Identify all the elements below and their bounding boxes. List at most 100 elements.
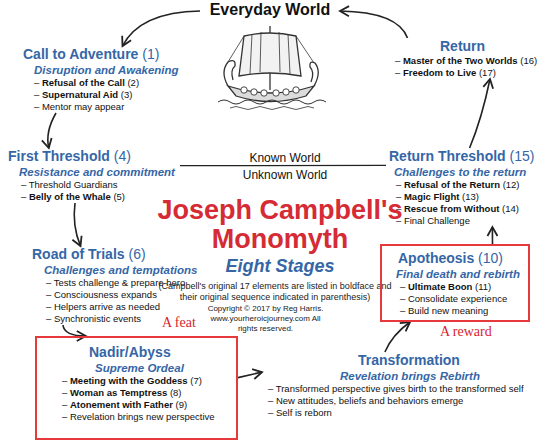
campbell-element: Woman as Temptress (70, 387, 167, 398)
stage-item: – Tests challenge & prepare hero (28, 277, 203, 289)
stage-item: – Refusal of the Call (2) (18, 77, 208, 89)
ship-sail (239, 33, 301, 76)
stage-item: – Consolidate experience (382, 293, 528, 305)
stage-item: – Final Challenge (386, 215, 538, 227)
stage-subtitle: Challenges and temptations (28, 263, 203, 277)
stage-item: – Build new meaning (382, 305, 528, 317)
stage-item: – Self is reborn (262, 407, 535, 419)
element-number: (6) (125, 246, 146, 262)
region-label: Unknown World (190, 168, 380, 182)
element-number: (11) (472, 281, 491, 292)
ship-hull (228, 86, 314, 102)
bullet-dash: – (62, 375, 70, 386)
stage-item: – New attitudes, beliefs and behaviors e… (262, 395, 535, 407)
stage-item: – Mentor may appear (18, 101, 208, 113)
stage-heading: Transformation (262, 352, 535, 369)
diagram-title: Joseph Campbell's Monomyth (140, 196, 420, 254)
ship-rope (228, 36, 244, 62)
copyright: Copyright © 2017 by Reg Harris. www.your… (203, 304, 328, 334)
campbell-element: Atonement with Father (70, 399, 173, 410)
stage-item: – Meeting with the Goddess (7) (37, 375, 236, 387)
heading-name: Call to Adventure (23, 46, 138, 62)
bullet-dash: – (34, 77, 42, 88)
stage-item: – Helpers arrive as needed (28, 301, 203, 313)
region-label: Known World (190, 151, 380, 165)
cycle-arrow (48, 113, 56, 148)
world-label: Everyday World (200, 0, 340, 20)
stage-group: First Threshold (4)Resistance and commit… (5, 148, 180, 203)
sea-waves (230, 107, 314, 110)
stage-heading: Return Threshold (15) (386, 148, 538, 165)
heading-name: Return Threshold (389, 148, 506, 164)
stage-box: Nadir/AbyssSupreme Ordeal– Meeting with … (35, 336, 238, 440)
bullet-dash: – (400, 281, 408, 292)
bullet-dash: – (21, 191, 29, 202)
annotation: A reward (440, 324, 492, 340)
campbell-element: Meeting with the Goddess (70, 375, 188, 386)
bullet-dash: – (395, 67, 403, 78)
stage-item: – Synchronistic events (28, 313, 203, 325)
campbell-element: Magic Flight (404, 191, 459, 202)
stage-item: – Refusal of the Return (12) (386, 179, 538, 191)
bullet-dash: – (34, 89, 42, 100)
stage-heading: Road of Trials (6) (28, 246, 203, 263)
element-number: (8) (167, 387, 181, 398)
element-number: (12) (500, 179, 520, 190)
campbell-element: Refusal of the Call (42, 77, 125, 88)
ship-shields (241, 87, 299, 96)
element-number: (4) (110, 148, 131, 164)
heading-name: Road of Trials (32, 246, 125, 262)
element-number: (14) (499, 203, 519, 214)
cycle-arrow (340, 11, 408, 38)
bullet-dash: – (396, 179, 404, 190)
stage-group: Return Threshold (15)Challenges to the r… (386, 148, 538, 227)
campbell-element: Supernatural Aid (42, 89, 118, 100)
stage-group: Return– Master of the Two Worlds (16)– F… (385, 38, 535, 79)
stage-subtitle: Supreme Ordeal (37, 361, 236, 375)
campbell-element: Refusal of the Return (404, 179, 500, 190)
stage-group: Everyday World (200, 0, 340, 20)
element-number: (1) (138, 46, 159, 62)
stage-item: – Rescue from Without (14) (386, 203, 538, 215)
cycle-arrow (123, 11, 201, 46)
stage-item: – Consciousness expands (28, 289, 203, 301)
annotation: A feat (162, 315, 196, 331)
stage-item: – Woman as Temptress (8) (37, 387, 236, 399)
stage-heading: Return (385, 38, 535, 55)
stage-subtitle: Challenges to the return (386, 165, 538, 179)
campbell-element: Belly of the Whale (29, 191, 111, 202)
stage-group: Call to Adventure (1)Disruption and Awak… (18, 46, 208, 113)
stage-item: – Atonement with Father (9) (37, 399, 236, 411)
ship-prow (224, 61, 235, 86)
stage-item: – Ultimate Boon (11) (382, 281, 528, 293)
stage-heading: Apotheosis (10) (382, 250, 528, 267)
campbell-element: Ultimate Boon (408, 281, 472, 292)
stage-subtitle: Resistance and commitment (5, 165, 180, 179)
stage-item: – Magic Flight (13) (386, 191, 538, 203)
cycle-arrow (74, 203, 80, 246)
element-number: (7) (188, 375, 202, 386)
stage-item: – Revelation brings new perspective (37, 411, 236, 423)
element-number: (2) (125, 77, 139, 88)
bullet-dash: – (396, 191, 404, 202)
world-divider (180, 165, 386, 166)
note: (Campbell's original 17 elements are lis… (150, 281, 400, 303)
bullet-dash: – (62, 387, 70, 398)
cycle-arrow (470, 79, 490, 148)
cycle-arrow (238, 372, 262, 378)
stage-item: – Freedom to Live (17) (385, 67, 535, 79)
stage-heading: Nadir/Abyss (37, 344, 236, 361)
stage-group: TransformationRevelation brings Rebirth–… (262, 352, 535, 419)
stage-heading: First Threshold (4) (5, 148, 180, 165)
stage-heading: Call to Adventure (1) (18, 46, 208, 63)
stage-subtitle: Final death and rebirth (382, 267, 528, 281)
stage-item: – Transformed perspective gives birth to… (262, 383, 535, 395)
heading-name: Apotheosis (398, 250, 474, 266)
element-number: (15) (506, 148, 535, 164)
element-number: (9) (173, 399, 187, 410)
stage-box: Apotheosis (10)Final death and rebirth– … (380, 244, 530, 322)
bullet-dash: – (62, 399, 70, 410)
heading-name: First Threshold (8, 148, 110, 164)
element-number: (10) (474, 250, 503, 266)
